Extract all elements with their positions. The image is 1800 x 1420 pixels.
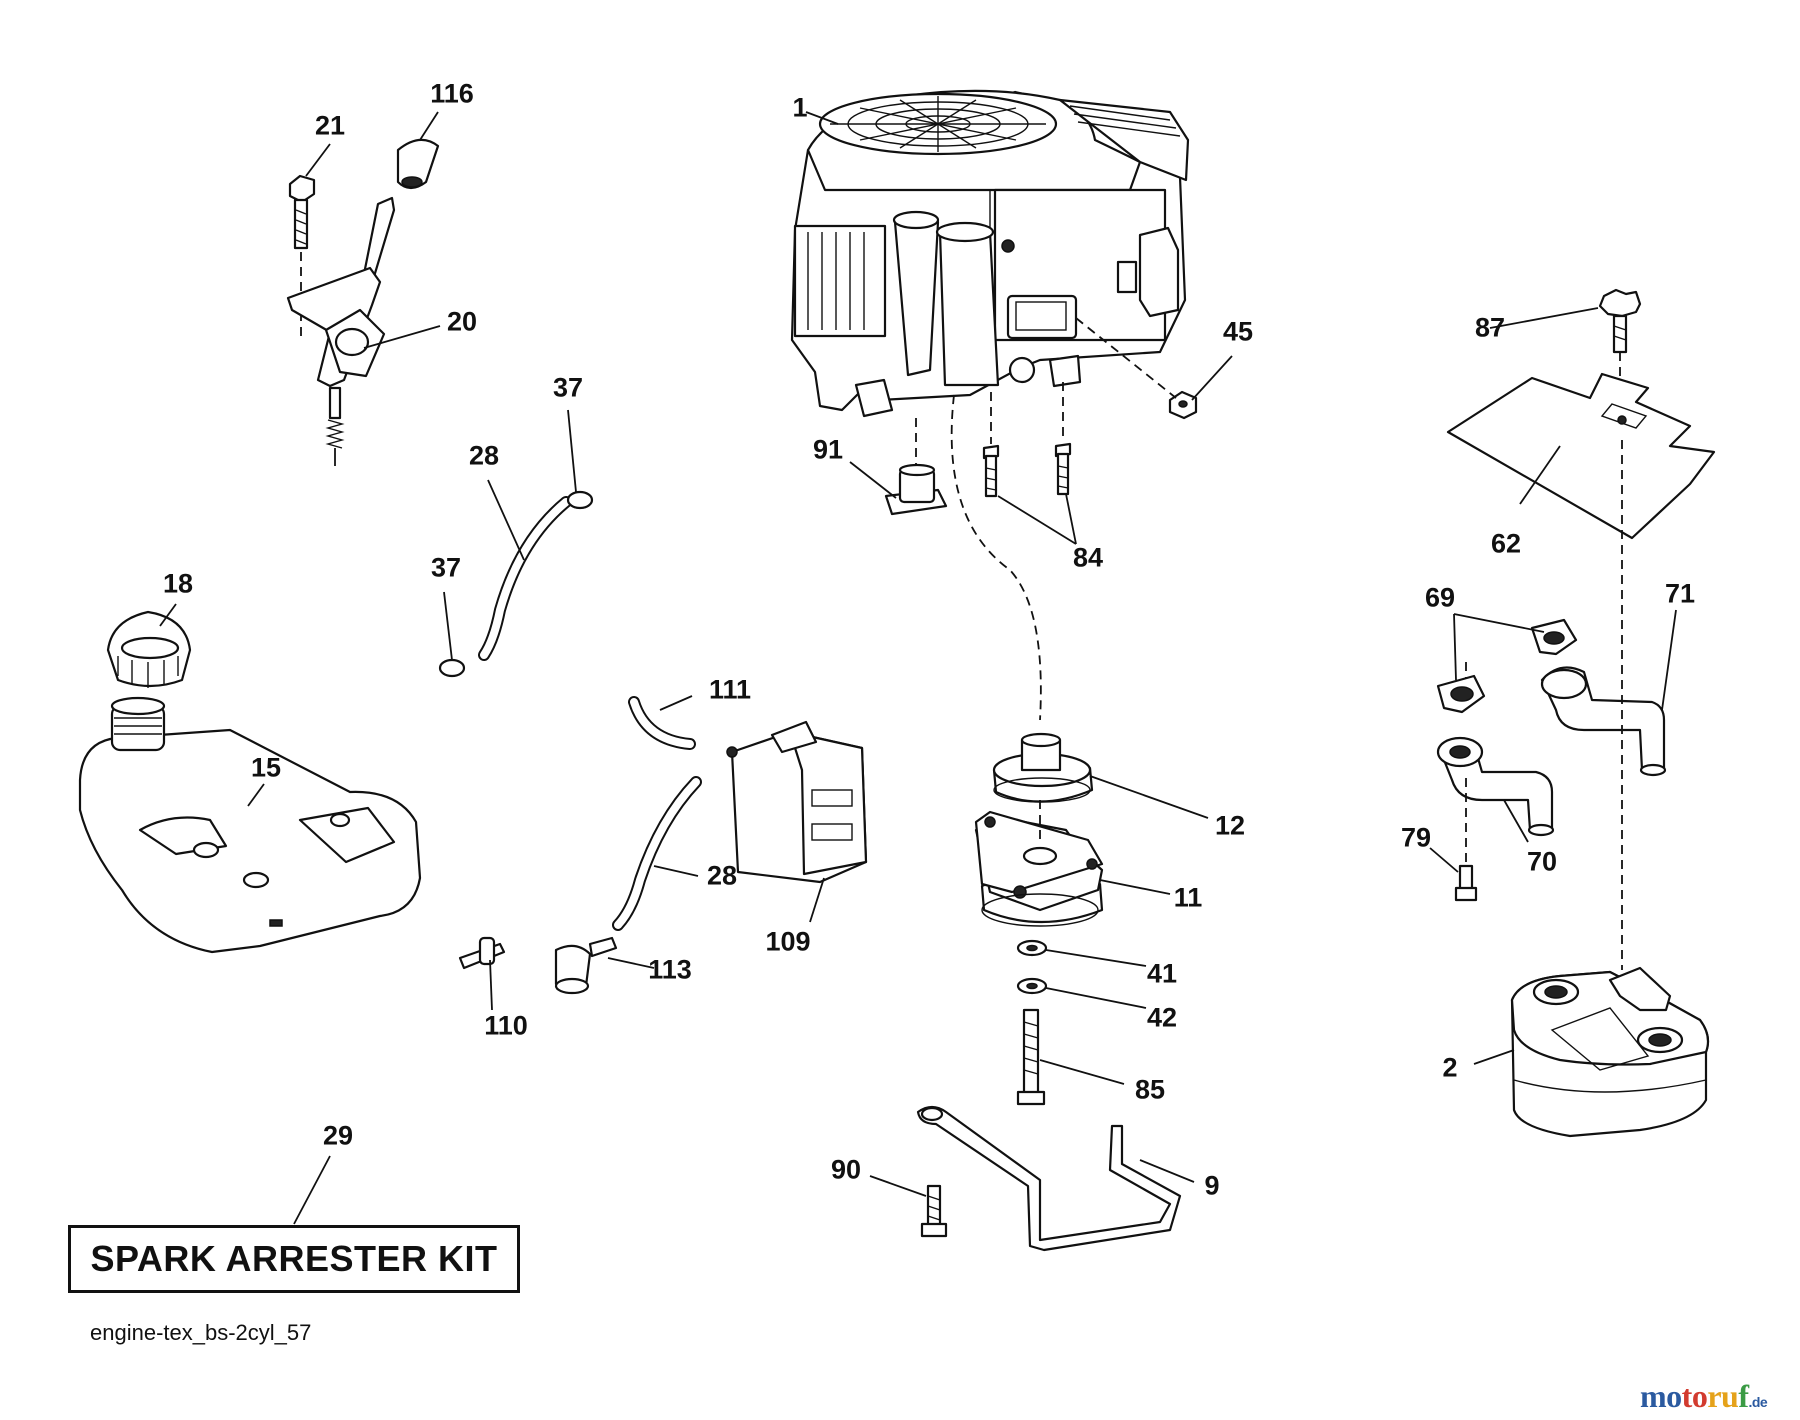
assembly-line (950, 394, 1042, 721)
callout-12: 12 (1214, 810, 1246, 841)
brand-part: ru (1707, 1378, 1739, 1414)
callout-21: 21 (314, 110, 346, 141)
bolt-part-90 (920, 1184, 948, 1238)
callout-70: 70 (1526, 846, 1558, 877)
callout-11: 11 (1173, 882, 1203, 913)
callout-113: 113 (648, 954, 692, 985)
callout-28-lower: 28 (706, 860, 738, 891)
bolt-part-85 (1016, 1008, 1046, 1106)
diagram-code: engine-tex_bs-2cyl_57 (90, 1320, 312, 1345)
leader-lines (159, 111, 1677, 1225)
callout-2: 2 (1442, 1052, 1458, 1083)
fuel-line-lower (612, 776, 702, 931)
pulley-part-12 (992, 732, 1094, 803)
exhaust-pipe-part-70 (1436, 736, 1555, 837)
engine-part-1 (790, 89, 1190, 418)
callout-62: 62 (1490, 528, 1522, 559)
brand-part: to (1681, 1378, 1708, 1414)
callout-42: 42 (1146, 1002, 1178, 1033)
brand-tld: .de (1748, 1394, 1768, 1410)
heat-shield-part-62 (1446, 372, 1716, 540)
washer-part-42 (1016, 977, 1048, 995)
brand-logo: motoruf.de (1640, 1378, 1768, 1414)
fuel-cap-part-18 (106, 610, 192, 688)
callout-116: 116 (430, 78, 474, 109)
muffler-part-2 (1510, 966, 1710, 1138)
callout-110: 110 (484, 1010, 528, 1041)
callout-18: 18 (162, 568, 194, 599)
callout-79: 79 (1400, 822, 1432, 853)
callout-28-upper: 28 (468, 440, 500, 471)
callout-71: 71 (1664, 578, 1696, 609)
washer-part-41 (1016, 939, 1048, 957)
screw-part-87 (1598, 288, 1642, 354)
clutch-part-11 (974, 810, 1104, 927)
bolt-part-79 (1454, 778, 1478, 902)
callout-9: 9 (1204, 1170, 1220, 1201)
callout-20: 20 (446, 306, 478, 337)
exhaust-pipe-part-71 (1540, 666, 1667, 777)
fuel-filter-part-109 (726, 720, 868, 884)
spark-arrester-kit-box: SPARK ARRESTER KIT (68, 1225, 520, 1293)
callout-15: 15 (250, 752, 282, 783)
assembly-line (1075, 317, 1177, 399)
bracket-part-9 (916, 1105, 1182, 1252)
callout-84: 84 (1072, 542, 1104, 573)
bolts-part-84 (982, 442, 1072, 498)
callout-37-upper: 37 (552, 372, 584, 403)
callout-45: 45 (1222, 316, 1254, 347)
nut-part-45 (1168, 390, 1198, 420)
callout-111: 111 (708, 674, 752, 705)
fuel-line-111 (628, 696, 696, 750)
fuel-valve-part-113 (554, 936, 618, 995)
brand-part: f (1738, 1378, 1749, 1414)
callout-69: 69 (1424, 582, 1456, 613)
fuel-line-upper (438, 490, 594, 678)
callout-37-lower: 37 (430, 552, 462, 583)
fuel-tank-part-15 (78, 696, 422, 954)
throttle-control-assembly (286, 138, 440, 466)
mount-part-91 (884, 463, 948, 516)
callout-1: 1 (792, 92, 808, 123)
callout-91: 91 (812, 434, 844, 465)
brand-part: mo (1640, 1378, 1682, 1414)
callout-90: 90 (830, 1154, 862, 1185)
fuel-fitting-part-110 (458, 936, 506, 970)
callout-109: 109 (765, 926, 811, 957)
gaskets-part-69 (1436, 618, 1578, 714)
callout-85: 85 (1134, 1074, 1166, 1105)
callout-87: 87 (1474, 312, 1506, 343)
callout-41: 41 (1146, 958, 1178, 989)
callout-29: 29 (322, 1120, 354, 1151)
